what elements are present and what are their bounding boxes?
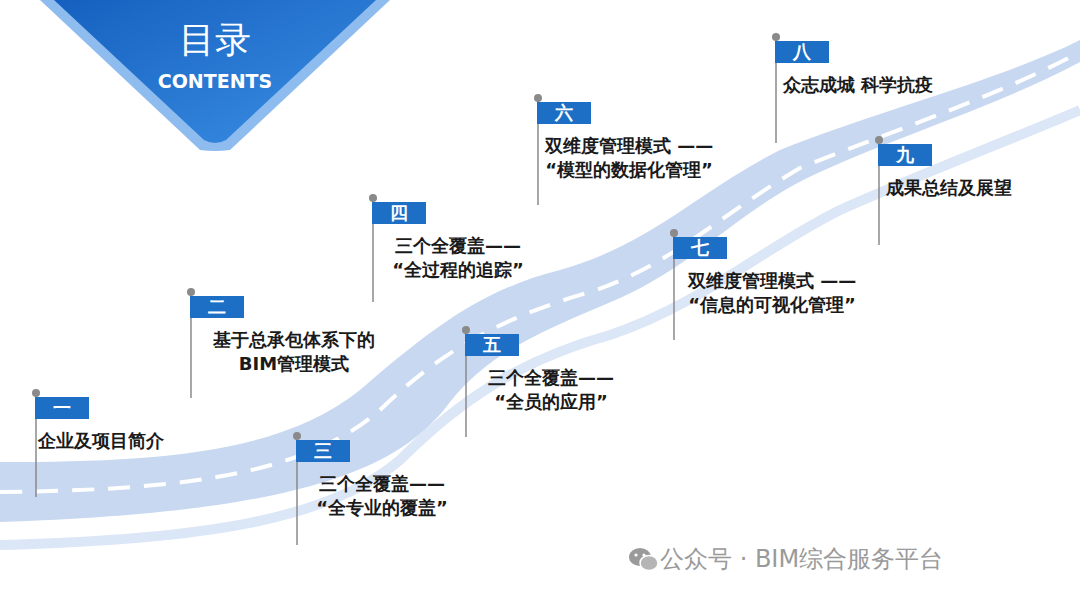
pole-dot (772, 33, 780, 41)
pole-dot (187, 288, 195, 296)
item-title: 企业及项目简介 (38, 429, 164, 453)
callout-number: 六 (537, 102, 591, 124)
item-title: 三个全覆盖—— “全过程的追踪” (378, 234, 538, 282)
item-title: 三个全覆盖—— “全员的应用” (471, 366, 631, 414)
pole-dot (293, 432, 301, 440)
flag-tag: 五三个全覆盖—— “全员的应用” (465, 334, 519, 356)
callout-number: 一 (35, 397, 89, 419)
callout-number: 五 (465, 334, 519, 356)
flag-tag: 八众志成城 科学抗疫 (775, 41, 829, 63)
callout-number: 七 (673, 237, 727, 259)
watermark: 公众号 · BIM综合服务平台 (660, 543, 943, 575)
callout-number: 三 (296, 440, 350, 462)
title-banner: 目录 CONTENTS (40, 0, 390, 152)
item-title: 双维度管理模式 —— “模型的数据化管理” (529, 134, 729, 182)
flag-tag: 六双维度管理模式 —— “模型的数据化管理” (537, 102, 591, 124)
pole-dot (875, 136, 883, 144)
item-title: 成果总结及展望 (886, 176, 1012, 200)
flag-tag: 九成果总结及展望 (878, 144, 932, 166)
pole-dot (534, 94, 542, 102)
callout-number: 九 (878, 144, 932, 166)
road-centerline (0, 52, 1080, 492)
callout-number: 四 (372, 202, 426, 224)
flag-tag: 二基于总承包体系下的 BIM管理模式 (190, 296, 244, 318)
pole-dot (670, 229, 678, 237)
item-title: 众志成城 科学抗疫 (783, 73, 933, 97)
callout-number: 二 (190, 296, 244, 318)
flag-tag: 七双维度管理模式 —— “信息的可视化管理” (673, 237, 727, 259)
item-title: 基于总承包体系下的 BIM管理模式 (194, 328, 394, 376)
pole-dot (32, 389, 40, 397)
title-text: 目录 (40, 18, 390, 62)
subtitle-text: CONTENTS (40, 70, 390, 92)
callout-number: 八 (775, 41, 829, 63)
item-title: 三个全覆盖—— “全专业的覆盖” (302, 472, 462, 520)
pole-dot (369, 194, 377, 202)
flag-tag: 四三个全覆盖—— “全过程的追踪” (372, 202, 426, 224)
flag-tag: 三三个全覆盖—— “全专业的覆盖” (296, 440, 350, 462)
item-title: 双维度管理模式 —— “信息的可视化管理” (677, 269, 867, 317)
pole-dot (462, 326, 470, 334)
road-lane (0, 110, 1080, 545)
wechat-icon (629, 548, 658, 571)
flag-tag: 一企业及项目简介 (35, 397, 89, 419)
